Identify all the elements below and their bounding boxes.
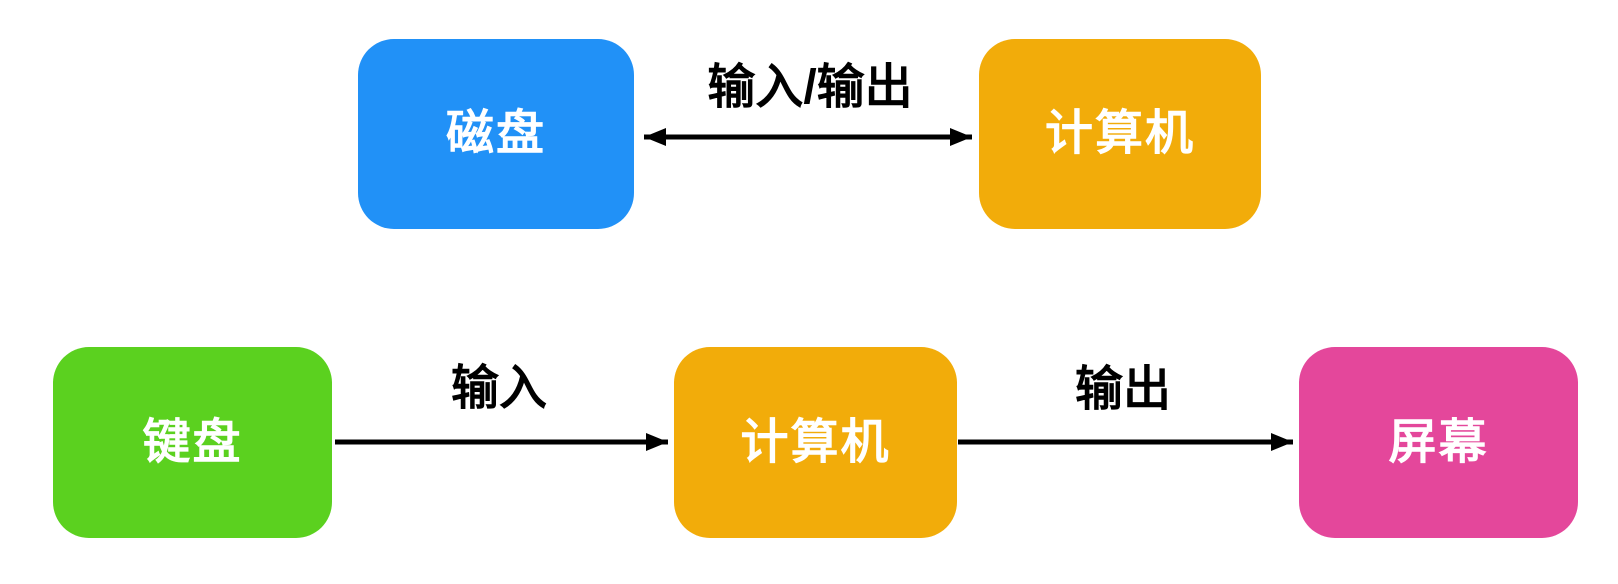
node-computer-bottom: 计算机 xyxy=(674,347,957,538)
node-disk: 磁盘 xyxy=(358,39,634,229)
edge-label-output: 输出 xyxy=(1074,363,1172,416)
edge-label-input-output: 输入/输出 xyxy=(707,61,913,114)
node-computer-top: 计算机 xyxy=(979,39,1261,229)
edge-label-input: 输入 xyxy=(450,362,548,415)
node-keyboard: 键盘 xyxy=(53,347,332,538)
node-screen: 屏幕 xyxy=(1299,347,1578,538)
